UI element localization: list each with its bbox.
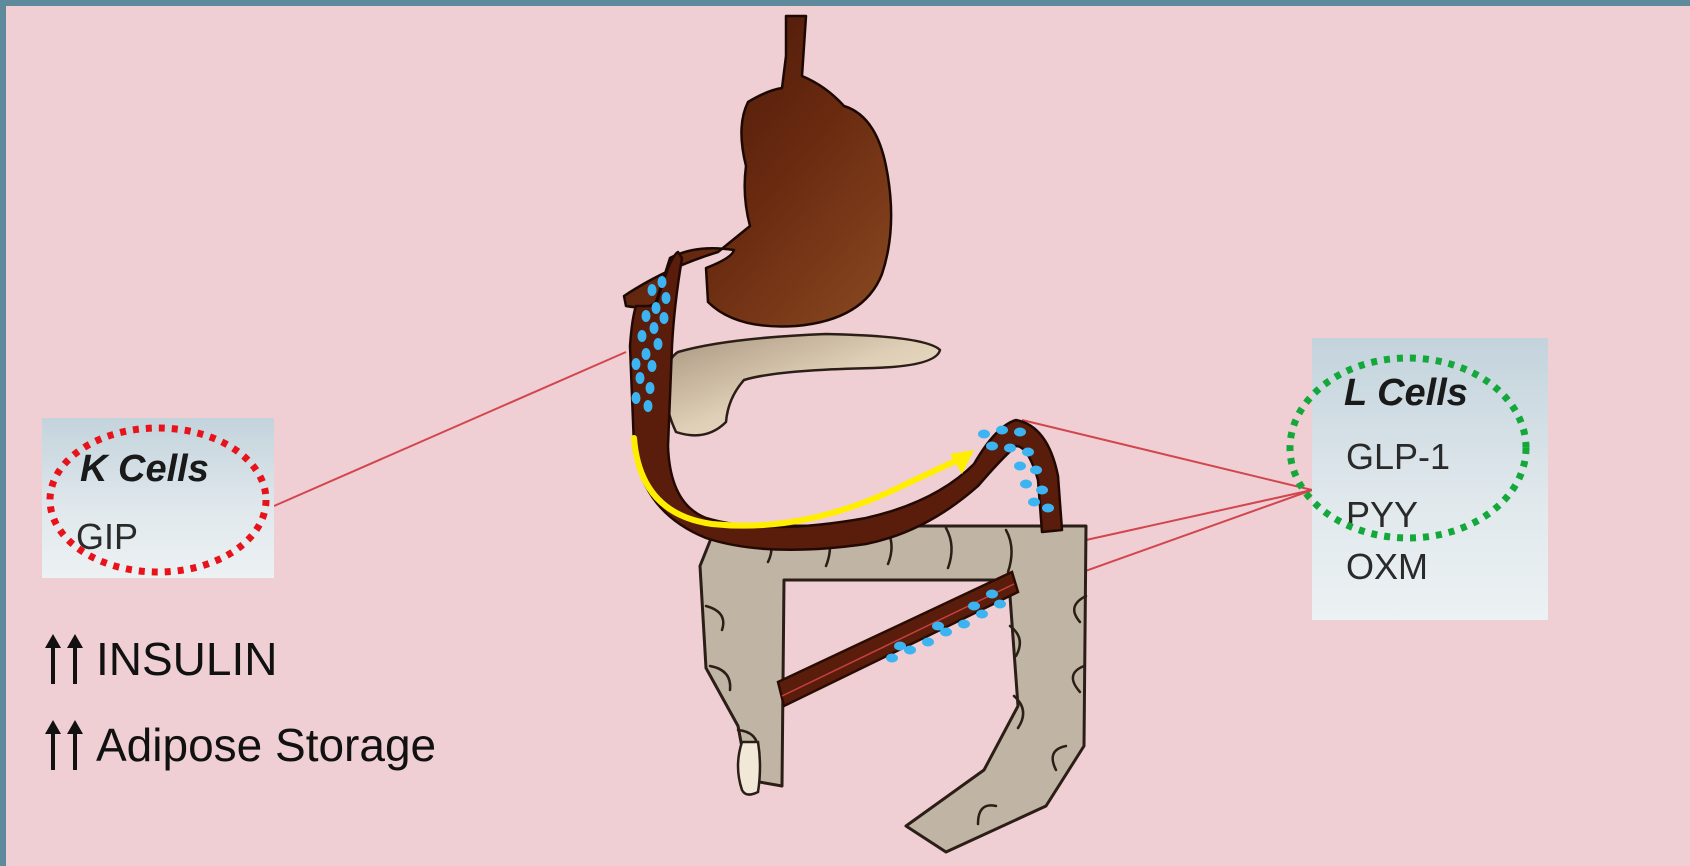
l-cells-title: L Cells: [1344, 372, 1468, 415]
l-cells-box: L Cells GLP-1 PYY OXM: [1312, 338, 1548, 620]
double-up-arrow-icon: [42, 718, 86, 772]
glp1-label: GLP-1: [1346, 436, 1450, 478]
effect-label: INSULIN: [96, 632, 277, 686]
appendix: [738, 742, 760, 795]
oxm-label: OXM: [1346, 546, 1428, 588]
effect-adipose-storage: Adipose Storage: [42, 718, 436, 772]
k-cells-box: K Cells GIP: [42, 418, 274, 578]
colon: [700, 526, 1086, 852]
k-cell-connector: [274, 352, 626, 506]
effect-insulin: INSULIN: [42, 632, 277, 686]
effect-label: Adipose Storage: [96, 718, 436, 772]
gip-label: GIP: [76, 516, 138, 558]
pyy-label: PYY: [1346, 494, 1418, 536]
double-up-arrow-icon: [42, 632, 86, 686]
slide-canvas: K Cells GIP L Cells GLP-1 PYY OXM INSULI…: [6, 6, 1690, 866]
l-cell-connector-jejunum: [1022, 420, 1312, 490]
ileum: [778, 572, 1018, 706]
pancreas: [665, 334, 940, 435]
l-cell-connector-colon: [1086, 490, 1312, 540]
k-cells-title: K Cells: [80, 448, 209, 491]
